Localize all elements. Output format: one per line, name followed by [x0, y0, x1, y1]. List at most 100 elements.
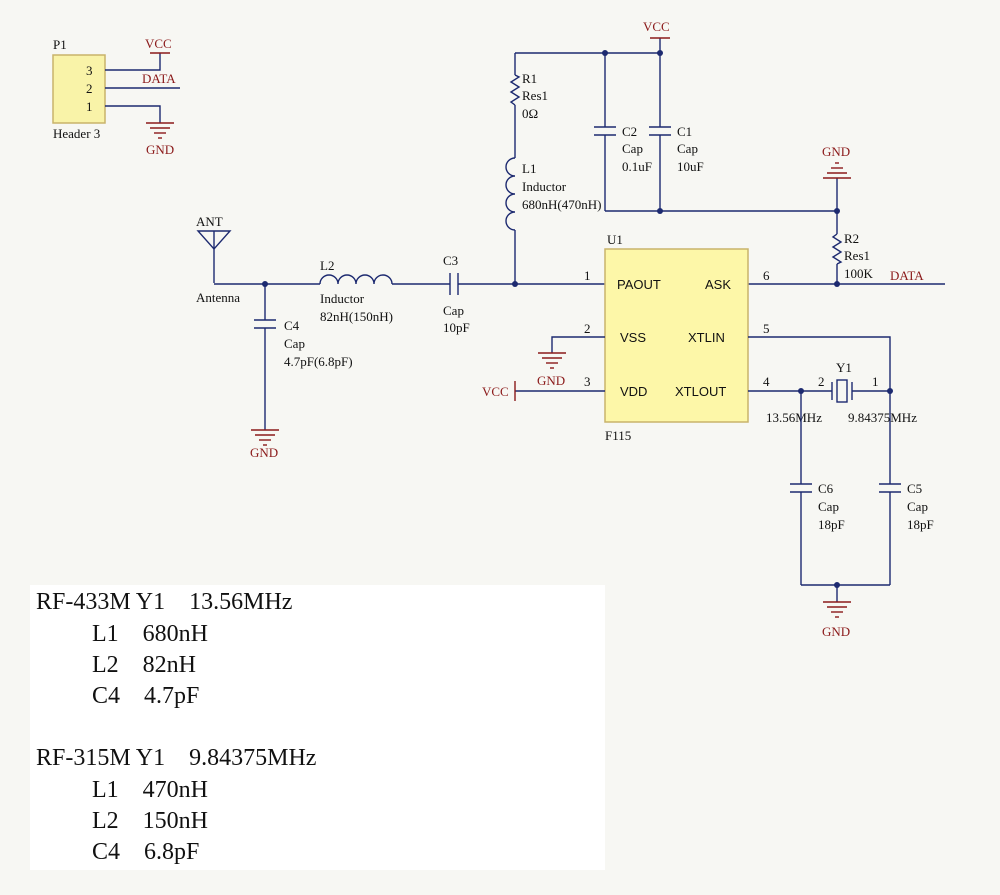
c1-ref: C1 [677, 124, 692, 139]
pin-xtlout: XTLOUT [675, 384, 726, 399]
capacitor-c3: C3 Cap 10pF [443, 253, 470, 335]
note-315-title: RF-315M Y1 9.84375MHz [36, 745, 317, 771]
wire-xtlin [748, 336, 891, 484]
c1-type: Cap [677, 141, 698, 156]
c4-type: Cap [284, 336, 305, 351]
y1-freq-1: 13.56MHz [766, 410, 822, 425]
c3-type: Cap [443, 303, 464, 318]
capacitor-c5: C5 Cap 18pF [879, 481, 934, 585]
pin-num-5: 5 [763, 321, 770, 336]
pin-vdd: VDD [620, 384, 647, 399]
inductor-l2: L2 Inductor 82nH(150nH) [319, 258, 393, 324]
l1-value: 680nH(470nH) [522, 197, 601, 212]
gnd-symbol-vss [538, 352, 566, 369]
c2-value: 0.1uF [622, 159, 652, 174]
y1-pin-1: 1 [872, 374, 879, 389]
pin-num-6: 6 [763, 268, 770, 283]
note-433-title: RF-433M Y1 13.56MHz [36, 589, 293, 615]
u1-ref: U1 [607, 232, 623, 247]
capacitor-c4: C4 Cap 4.7pF(6.8pF) [254, 284, 353, 430]
y1-freq-2: 9.84375MHz [848, 410, 917, 425]
ant-label: ANT [196, 214, 223, 229]
gnd-symbol-c4 [251, 429, 279, 446]
pin-xtlin: XTLIN [688, 330, 725, 345]
vcc-label-p1: VCC [145, 36, 172, 51]
pin-num-1: 1 [584, 268, 591, 283]
c6-type: Cap [818, 499, 839, 514]
l2-value: 82nH(150nH) [320, 309, 393, 324]
gnd-symbol-xtal [823, 601, 851, 618]
pin-num-3: 3 [584, 374, 591, 389]
note-315-l2: L2 150nH [92, 808, 208, 834]
gnd-label-p1: GND [146, 142, 174, 157]
note-433-c4: C4 4.7pF [92, 683, 200, 709]
resistor-r1: R1 Res1 0Ω [509, 53, 548, 122]
r2-ref: R2 [844, 231, 859, 246]
c5-type: Cap [907, 499, 928, 514]
note-315-l1: L1 470nH [92, 777, 208, 803]
capacitor-c2: C2 Cap 0.1uF [594, 53, 652, 211]
gnd-label-c4: GND [250, 445, 278, 460]
l1-ref: L1 [522, 161, 536, 176]
pin-vss: VSS [620, 330, 646, 345]
resistor-r2: R2 Res1 100K [831, 211, 874, 284]
inductor-l1: L1 Inductor 680nH(470nH) [505, 122, 601, 284]
c5-value: 18pF [907, 517, 934, 532]
r1-ref: R1 [522, 71, 537, 86]
header-name: Header 3 [53, 126, 100, 141]
y1-ref: Y1 [836, 360, 852, 375]
capacitor-c1: C1 Cap 10uF [649, 53, 704, 211]
note-315-c4: C4 6.8pF [92, 839, 200, 865]
capacitor-c6: C6 Cap 18pF [790, 391, 845, 585]
header-pin-1: 1 [86, 99, 93, 114]
pin-num-2: 2 [584, 321, 591, 336]
pin-num-4: 4 [763, 374, 770, 389]
pin-paout: PAOUT [617, 277, 661, 292]
c6-value: 18pF [818, 517, 845, 532]
pin-ask: ASK [705, 277, 731, 292]
frequency-notes: RF-433M Y1 13.56MHz L1 680nH L2 82nH C4 … [30, 585, 605, 870]
r2-type: Res1 [844, 248, 870, 263]
l1-type: Inductor [522, 179, 567, 194]
note-433-l2: L2 82nH [92, 652, 196, 678]
c3-ref: C3 [443, 253, 458, 268]
gnd-symbol-top [823, 162, 851, 179]
header-body [52, 54, 106, 124]
crystal-y1: Y1 2 1 13.56MHz 9.84375MHz [766, 360, 917, 425]
c3-value: 10pF [443, 320, 470, 335]
note-433-l1: L1 680nH [92, 621, 208, 647]
antenna-name: Antenna [196, 290, 240, 305]
header-p1: P1 3 2 1 Header 3 VCC DATA GND [52, 36, 180, 157]
y1-pin-2: 2 [818, 374, 825, 389]
wire-p1-vcc [105, 53, 161, 71]
header-pin-2: 2 [86, 81, 93, 96]
wire-p1-gnd [105, 105, 161, 123]
vcc-label-top: VCC [643, 19, 670, 34]
c4-ref: C4 [284, 318, 300, 333]
l2-type: Inductor [320, 291, 365, 306]
u1-part: F115 [605, 428, 631, 443]
c4-value: 4.7pF(6.8pF) [284, 354, 353, 369]
gnd-label-vss: GND [537, 373, 565, 388]
junction-c1-bottom [657, 208, 663, 214]
antenna-ant: ANT Antenna [196, 214, 240, 305]
data-label-p1: DATA [142, 71, 176, 86]
l2-ref: L2 [320, 258, 334, 273]
gnd-label-xtal: GND [822, 624, 850, 639]
c2-type: Cap [622, 141, 643, 156]
data-label-ask: DATA [890, 268, 924, 283]
gnd-symbol-p1 [146, 122, 174, 139]
r2-value: 100K [844, 266, 874, 281]
c5-ref: C5 [907, 481, 922, 496]
r1-value: 0Ω [522, 106, 538, 121]
ic-u1: U1 PAOUT VSS VDD ASK XTLIN XTLOUT 1 2 3 … [584, 232, 770, 443]
gnd-label-top: GND [822, 144, 850, 159]
c6-ref: C6 [818, 481, 834, 496]
vcc-label-vdd: VCC [482, 384, 509, 399]
wire-vss [551, 336, 605, 353]
c2-ref: C2 [622, 124, 637, 139]
header-ref: P1 [53, 37, 67, 52]
r1-type: Res1 [522, 88, 548, 103]
u1-body [604, 248, 749, 423]
